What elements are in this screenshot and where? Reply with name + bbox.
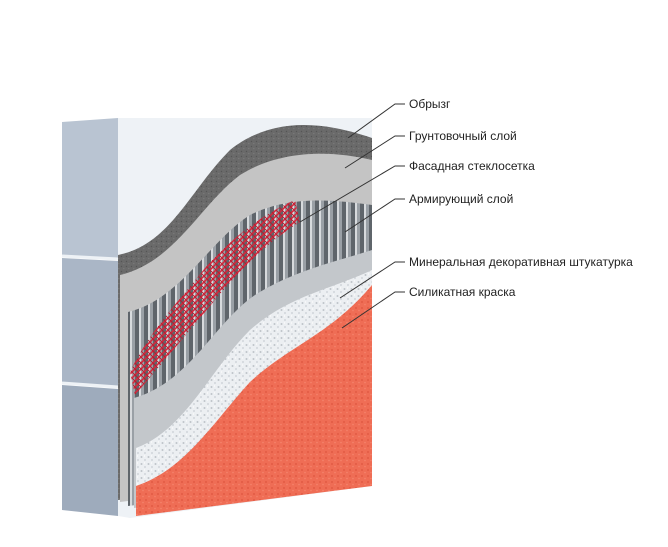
leader-lines [299,103,405,329]
layers [118,125,372,516]
label-primer: Грунтовочный слой [409,129,517,143]
block-joint [61,381,119,389]
label-armoring: Армирующий слой [409,192,513,206]
label-spray: Обрызг [409,97,451,111]
mesh-layer [130,200,300,395]
block-joint [61,254,119,261]
leader-line [344,198,405,233]
leader-line [341,291,405,329]
label-plaster: Минеральная декоративная штукатурка [409,255,633,269]
block-side-top [62,118,118,258]
label-mesh: Фасадная стеклосетка [409,159,535,173]
block-side-middle [62,258,118,386]
paint-layer [136,285,372,516]
block-side-bottom [62,385,118,516]
callout-labels: Обрызг Грунтовочный слой Фасадная стекло… [409,97,633,299]
label-paint: Силикатная краска [409,285,516,299]
leader-line [344,135,405,169]
leader-line [339,261,405,299]
leader-line [299,165,405,223]
leader-line [347,103,405,139]
